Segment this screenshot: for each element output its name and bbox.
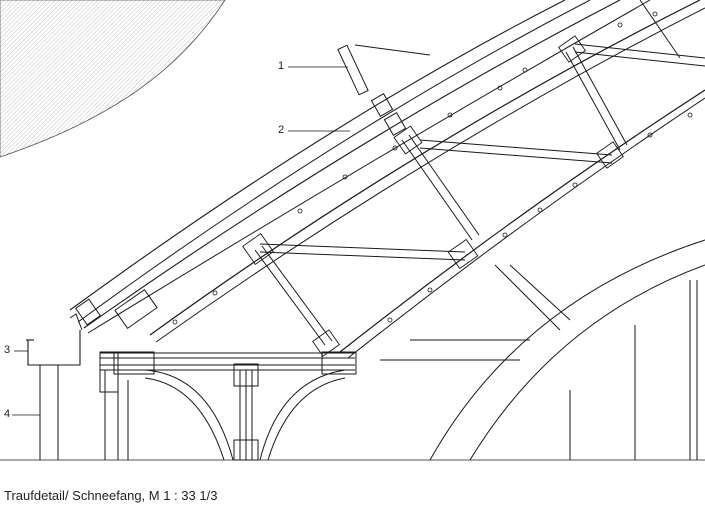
callout-4: 4	[4, 408, 11, 420]
downpipe	[39, 365, 59, 460]
truss-lower-chord	[339, 89, 705, 359]
eaves-detail-drawing	[0, 0, 705, 461]
truss-upper-chord	[149, 0, 705, 343]
snow-guard	[337, 44, 431, 136]
eaves-bracket	[69, 288, 158, 331]
gutter	[26, 330, 81, 366]
truss-web-members	[254, 0, 705, 346]
callout-2: 2	[278, 124, 285, 136]
gusset-plates	[242, 35, 624, 357]
callout-3: 3	[4, 344, 11, 356]
leader-lines	[12, 66, 350, 416]
eaves-beam-and-arches	[99, 351, 357, 461]
callout-1: 1	[278, 60, 285, 72]
dome-section-hatch	[0, 0, 226, 158]
background-arch	[380, 239, 705, 461]
roof-cladding	[69, 0, 651, 334]
bolt-holes	[172, 11, 693, 325]
drawing-caption: Traufdetail/ Schneefang, M 1 : 33 1/3	[4, 488, 218, 503]
